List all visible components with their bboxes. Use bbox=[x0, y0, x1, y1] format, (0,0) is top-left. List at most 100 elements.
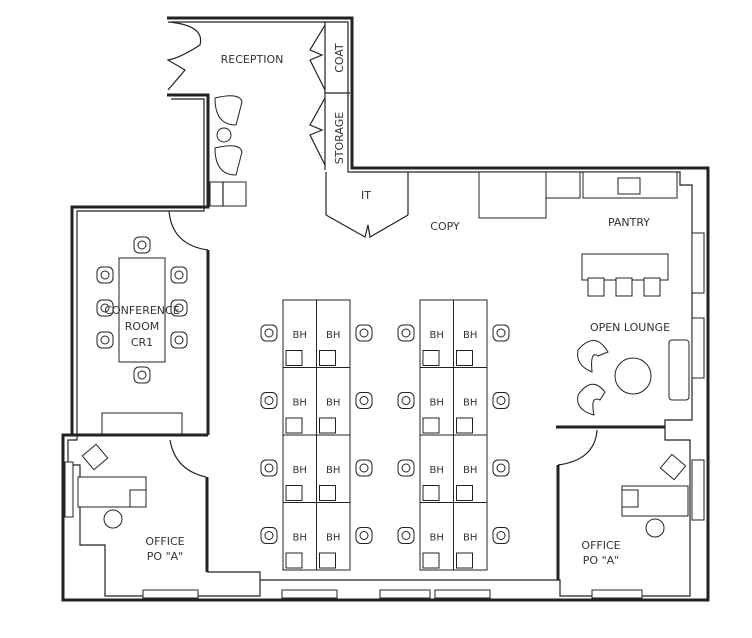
copier bbox=[478, 171, 547, 219]
pedestal bbox=[422, 417, 440, 434]
workstation-label: BH bbox=[293, 533, 307, 544]
it-room-door[interactable] bbox=[325, 214, 409, 238]
conference-label: CONFERENCE bbox=[104, 304, 179, 317]
conference-label-room: ROOM bbox=[125, 320, 159, 333]
workstation: BH bbox=[282, 434, 317, 503]
workstation-label: BH bbox=[463, 330, 477, 341]
pedestal bbox=[456, 485, 473, 501]
chair-icon bbox=[170, 266, 188, 284]
chair-icon bbox=[355, 324, 373, 342]
side-table-icon bbox=[216, 127, 232, 143]
workstation: BH bbox=[453, 434, 488, 503]
workstation-label: BH bbox=[293, 465, 307, 476]
storage-label: STORAGE bbox=[333, 112, 346, 164]
conference-label-id: CR1 bbox=[131, 336, 153, 349]
office-left-wall bbox=[207, 571, 261, 580]
coat-label: COAT bbox=[333, 43, 346, 73]
workstation: BH bbox=[316, 367, 351, 436]
workstation: BH bbox=[316, 434, 351, 503]
windows-right bbox=[691, 232, 705, 521]
chair-icon bbox=[133, 366, 151, 384]
workstation-label: BH bbox=[326, 398, 340, 409]
chair-icon bbox=[260, 527, 278, 544]
workstation-label: BH bbox=[293, 398, 307, 409]
conference-door[interactable] bbox=[168, 210, 209, 251]
pedestal bbox=[319, 350, 336, 366]
lounge-chair-icon bbox=[214, 145, 243, 176]
workstation: BH bbox=[453, 502, 488, 571]
workstation: BH bbox=[453, 299, 488, 368]
it-label: IT bbox=[361, 189, 371, 202]
workstation-label: BH bbox=[463, 398, 477, 409]
desk-return bbox=[129, 489, 147, 508]
windows-bottom bbox=[64, 461, 643, 599]
pedestal bbox=[456, 350, 473, 366]
exterior-wall bbox=[61, 16, 710, 602]
pedestal bbox=[456, 417, 473, 434]
workstation-label: BH bbox=[430, 398, 444, 409]
office-left-door[interactable] bbox=[169, 439, 207, 478]
chair-icon bbox=[355, 459, 373, 477]
workstation: BH bbox=[282, 367, 317, 436]
office-chair-icon bbox=[645, 518, 665, 538]
exterior-wall-inner bbox=[67, 21, 693, 597]
desk-return bbox=[621, 489, 639, 508]
credenza bbox=[101, 412, 183, 435]
workstation: BH bbox=[419, 502, 454, 571]
lounge-chair-icon bbox=[577, 340, 609, 373]
open-lounge-label: OPEN LOUNGE bbox=[590, 321, 670, 334]
pedestal bbox=[285, 552, 303, 569]
pedestal bbox=[422, 552, 440, 569]
pedestal bbox=[285, 417, 303, 434]
chair-icon bbox=[133, 236, 151, 254]
reception-entry-door[interactable] bbox=[166, 21, 202, 91]
guest-chair-icon bbox=[659, 453, 687, 481]
lounge-chair-icon bbox=[577, 383, 606, 416]
workstation: BH bbox=[316, 299, 351, 368]
pedestal bbox=[319, 417, 336, 434]
pedestal bbox=[285, 485, 303, 501]
workstation: BH bbox=[282, 502, 317, 571]
bar-stools bbox=[587, 277, 661, 297]
office-right-door[interactable] bbox=[557, 429, 598, 466]
chair-icon bbox=[170, 331, 188, 349]
coat-closet-door[interactable] bbox=[309, 24, 326, 91]
workstation-label: BH bbox=[326, 533, 340, 544]
chair-icon bbox=[492, 324, 510, 342]
it-room-wall bbox=[325, 172, 409, 215]
pedestal bbox=[456, 552, 473, 569]
workstation: BH bbox=[316, 502, 351, 571]
chair-icon bbox=[492, 527, 510, 544]
office-left-label-code: PO "A" bbox=[147, 550, 183, 563]
chair-icon bbox=[260, 324, 278, 342]
workstation-label: BH bbox=[326, 330, 340, 341]
pedestal bbox=[319, 552, 336, 569]
workstation: BH bbox=[419, 367, 454, 436]
chair-icon bbox=[170, 299, 188, 317]
pedestal bbox=[422, 350, 440, 366]
chair-icon bbox=[96, 331, 114, 349]
workstations: BH BH BH BH BH BH BH BH BH BH BH BH BH BH BH BH bbox=[260, 299, 510, 571]
chair-icon bbox=[397, 324, 415, 342]
workstation-label: BH bbox=[430, 465, 444, 476]
chair-icon bbox=[397, 392, 415, 409]
chair-icon bbox=[397, 459, 415, 477]
pedestal bbox=[319, 485, 336, 501]
workstation-label: BH bbox=[430, 330, 444, 341]
workstation-label: BH bbox=[293, 330, 307, 341]
cabinet bbox=[209, 181, 247, 207]
workstation-label: BH bbox=[326, 465, 340, 476]
office-right-label-code: PO "A" bbox=[583, 554, 619, 567]
workstation-label: BH bbox=[463, 533, 477, 544]
office-left-label: OFFICE bbox=[145, 535, 184, 548]
pedestal bbox=[422, 485, 440, 501]
office-right-label: OFFICE bbox=[581, 539, 620, 552]
reception-seating bbox=[209, 95, 247, 207]
chair-icon bbox=[260, 392, 278, 409]
lounge-chair-icon bbox=[214, 95, 243, 126]
guest-chair-icon bbox=[81, 443, 109, 471]
workstation-label: BH bbox=[430, 533, 444, 544]
pantry-counter bbox=[545, 171, 581, 199]
storage-closet-door[interactable] bbox=[309, 97, 326, 166]
